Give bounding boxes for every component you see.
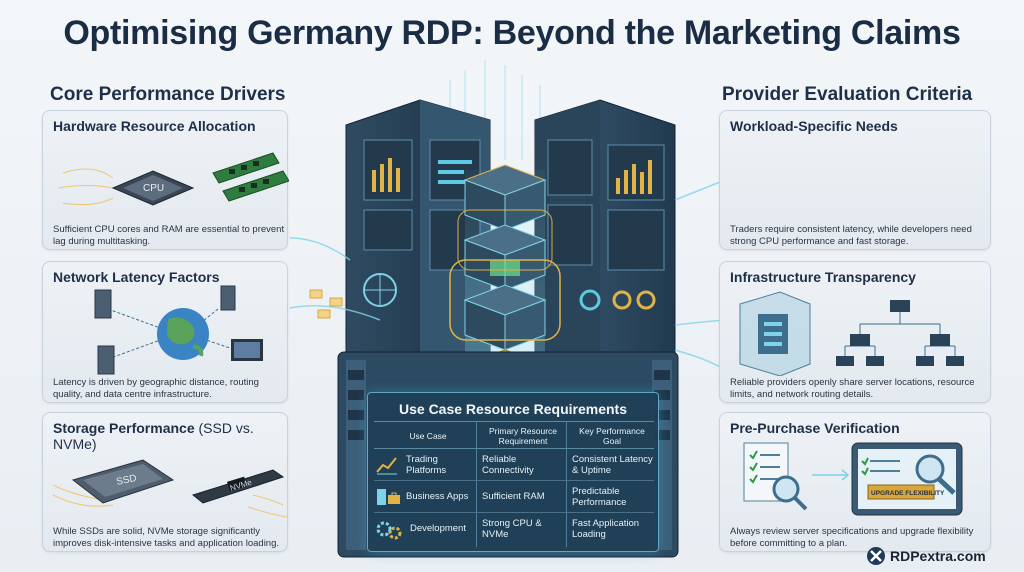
cell-resource: Reliable Connectivity xyxy=(482,454,534,476)
cell-goal: Predictable Performance xyxy=(572,486,627,508)
gear-icon xyxy=(376,521,402,540)
card-storage-performance: Storage Performance (SSD vs. NVMe) SSD N… xyxy=(42,412,288,552)
table-row: Trading Platforms Reliable Connectivity … xyxy=(374,449,654,481)
transparency-illustration xyxy=(739,291,964,376)
cell-resource: Strong CPU & NVMe xyxy=(482,518,542,540)
card-hardware-resource: Hardware Resource Allocation CPU Suffici… xyxy=(42,110,289,250)
upgrade-badge: UPGRADE FLEXIBILITY xyxy=(871,490,945,497)
header-resource: Primary Resource Requirement xyxy=(488,426,558,446)
card-description: Latency is driven by geographic distance… xyxy=(53,377,259,400)
brand-logo-icon xyxy=(867,547,885,565)
network-illustration xyxy=(94,285,263,375)
ram-stick-icon xyxy=(212,152,289,202)
header-use-case: Use Case xyxy=(409,431,447,441)
cell-use-case: Business Apps xyxy=(406,491,469,502)
table-header-row: Use Case Primary Resource Requirement Ke… xyxy=(374,421,654,449)
cpu-label: CPU xyxy=(143,183,164,194)
card-description: Traders require consistent latency, whil… xyxy=(730,224,972,247)
ssd-label: SSD xyxy=(115,473,137,488)
storage-illustration: SSD NVMe xyxy=(52,459,288,518)
data-packet-icons xyxy=(309,289,343,319)
server-tower-right xyxy=(534,99,676,381)
table-title: Use Case Resource Requirements xyxy=(399,401,627,417)
cell-goal: Consistent Latency & Uptime xyxy=(572,454,653,476)
transparent-server-icon xyxy=(739,291,811,376)
cell-use-case: Trading Platforms xyxy=(406,454,447,476)
brand-name[interactable]: RDPextra.com xyxy=(890,548,986,564)
table-row: Development Strong CPU & NVMe Fast Appli… xyxy=(374,513,654,545)
table-row: Business Apps Sufficient RAM Predictable… xyxy=(374,481,654,513)
cpu-chip-icon xyxy=(111,170,195,206)
card-workload-needs: Workload-Specific Needs Traders require … xyxy=(719,110,991,250)
card-description: Always review server specifications and … xyxy=(730,526,974,549)
card-description: While SSDs are solid, NVMe storage signi… xyxy=(53,526,280,549)
card-description: Reliable providers openly share server l… xyxy=(730,377,975,400)
header-goal: Key Performance Goal xyxy=(579,426,645,446)
monitor-icon xyxy=(231,339,263,361)
left-column-heading: Core Performance Drivers xyxy=(50,84,286,105)
card-description: Sufficient CPU cores and RAM are essenti… xyxy=(53,224,285,247)
chart-icon xyxy=(376,457,397,475)
cell-resource: Sufficient RAM xyxy=(482,491,545,502)
page-title: Optimising Germany RDP: Beyond the Marke… xyxy=(63,14,961,52)
card-pre-purchase: Pre-Purchase Verification UPGRADE FLEXIB… xyxy=(719,412,991,552)
server-icon xyxy=(94,285,236,375)
right-column-heading: Provider Evaluation Criteria xyxy=(722,84,973,105)
card-infrastructure-transparency: Infrastructure Transparency Reliable pro… xyxy=(719,261,991,403)
card-title: Storage Performance (SSD vs. NVMe) xyxy=(53,420,254,452)
card-title: Pre-Purchase Verification xyxy=(730,420,900,436)
card-network-latency: Network Latency Factors Latency is drive… xyxy=(42,261,288,403)
building-briefcase-icon xyxy=(377,489,400,505)
tablet-icon xyxy=(851,442,963,516)
card-title: Hardware Resource Allocation xyxy=(53,118,256,134)
cell-goal: Fast Application Loading xyxy=(572,518,640,540)
nvme-icon xyxy=(191,469,285,504)
card-title: Network Latency Factors xyxy=(53,269,220,285)
cpu-ram-illustration: CPU xyxy=(57,152,289,206)
card-title: Infrastructure Transparency xyxy=(730,269,916,285)
use-case-table: Use Case Resource Requirements Use Case … xyxy=(367,392,659,552)
magnifier-icon xyxy=(772,475,808,511)
card-title: Workload-Specific Needs xyxy=(730,118,898,134)
cell-use-case: Development xyxy=(410,523,466,534)
ssd-icon xyxy=(71,459,175,504)
verification-illustration: UPGRADE FLEXIBILITY xyxy=(743,442,963,516)
globe-icon xyxy=(157,308,209,360)
